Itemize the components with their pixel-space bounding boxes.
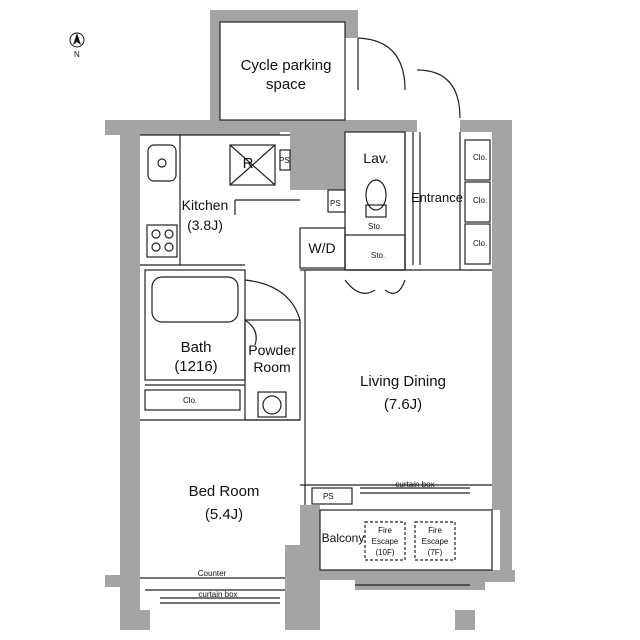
cycle-parking-label-line2: space — [266, 76, 306, 93]
clo-entrance-1-label: Clo. — [473, 153, 487, 162]
clo-bath-label: Clo. — [183, 396, 197, 405]
living-dining-name: Living Dining — [360, 373, 446, 390]
walls — [105, 10, 515, 630]
sto-wd-label: Sto. — [371, 251, 385, 260]
partitions — [140, 21, 493, 604]
north-arrow-icon: N — [69, 32, 85, 59]
curtain-box-bedroom-label: curtain box — [198, 590, 237, 599]
living-dining-size: (7.6J) — [384, 396, 422, 413]
bath-size: (1216) — [174, 358, 217, 375]
curtain-box-living-label: curtain box — [395, 480, 434, 489]
ps-toilet-label: PS — [330, 199, 341, 208]
ps-living-label: PS — [323, 492, 334, 501]
north-label: N — [74, 50, 80, 59]
fire-escape-7f-line2: Escape — [422, 537, 449, 546]
bedroom-name: Bed Room — [189, 483, 260, 500]
lav-label: Lav. — [363, 150, 388, 166]
bedroom-size: (5.4J) — [205, 506, 243, 523]
powder-room-line1: Powder — [248, 342, 296, 358]
kitchen-size: (3.8J) — [187, 217, 223, 233]
clo-entrance-3-label: Clo. — [473, 239, 487, 248]
fire-escape-10f-line1: Fire — [378, 526, 392, 535]
refrigerator-label: R — [243, 155, 254, 172]
wd-label: W/D — [308, 240, 335, 256]
balcony-label: Balcony — [322, 531, 365, 545]
counter-label: Counter — [198, 569, 227, 578]
bath-name: Bath — [181, 339, 212, 356]
clo-entrance-2-label: Clo. — [473, 196, 487, 205]
fire-escape-10f-line3: (10F) — [375, 548, 394, 557]
fire-escape-7f-line1: Fire — [428, 526, 442, 535]
fire-escape-10f-line2: Escape — [372, 537, 399, 546]
entrance-label: Entrance — [411, 190, 463, 205]
kitchen-name: Kitchen — [182, 197, 229, 213]
sto-toilet-label: Sto. — [368, 222, 382, 231]
ps-kitchen-label: PS — [279, 156, 290, 165]
fire-escape-7f-line3: (7F) — [428, 548, 443, 557]
powder-room-line2: Room — [253, 359, 290, 375]
cycle-parking-label-line1: Cycle parking — [241, 57, 332, 74]
